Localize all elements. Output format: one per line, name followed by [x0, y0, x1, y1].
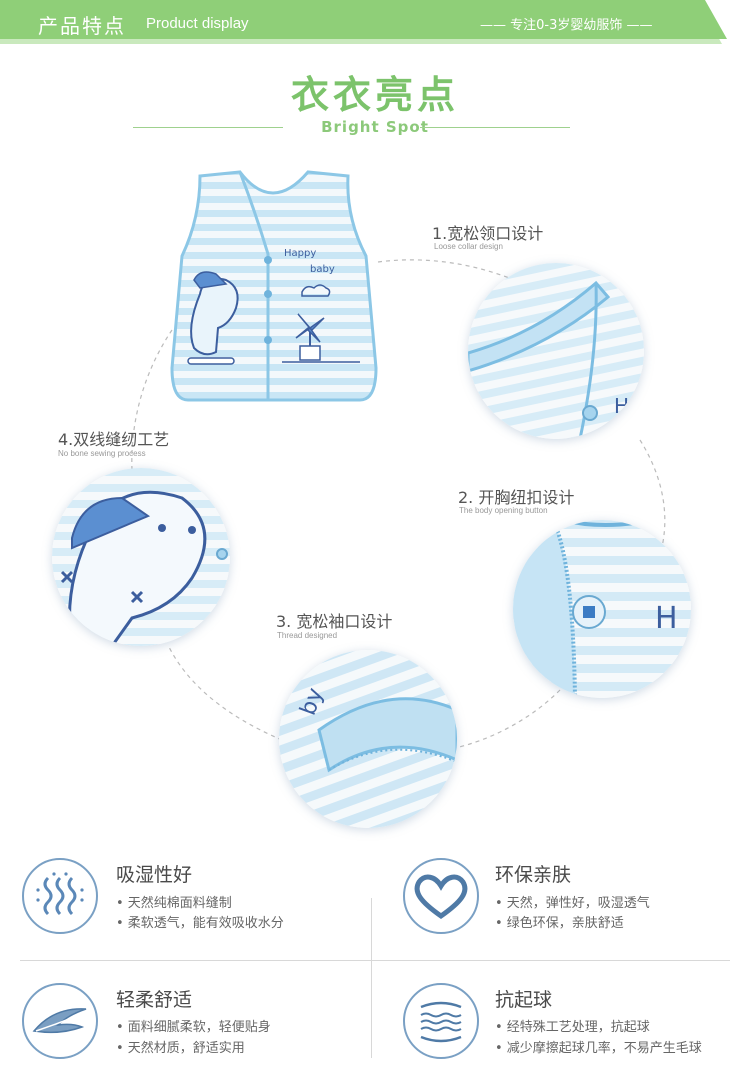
- moisture-wicking-icon: [22, 858, 98, 934]
- highlight-subtitle-1: Loose collar design: [434, 242, 503, 251]
- feature-2-item-2: • 绿色环保，亲肤舒适: [495, 916, 624, 931]
- section-title: 衣衣亮点: [290, 73, 459, 117]
- feature-1-item-1: • 天然纯棉面料缝制: [116, 896, 232, 911]
- highlight-title-4: 4.双线缝纫工艺: [58, 430, 170, 449]
- vest-text-baby: baby: [310, 264, 335, 275]
- baby-vest-image: Happy baby: [170, 168, 378, 404]
- title-divider-right: [420, 127, 570, 128]
- highlight-title-3: 3. 宽松袖口设计: [276, 612, 393, 631]
- banner-background: [0, 0, 727, 44]
- highlight-title-2: 2. 开胸纽扣设计: [458, 488, 575, 507]
- header-banner: 产品特点 Product display —— 专注0-3岁婴幼服饰 ——: [0, 0, 750, 44]
- feature-3-item-1: • 面料细腻柔软，轻便贴身: [116, 1020, 271, 1035]
- header-title-en: Product display: [146, 15, 249, 32]
- feature-title-2: 环保亲肤: [495, 864, 572, 886]
- highlight-title-1: 1.宽松领口设计: [432, 224, 544, 243]
- stitching-detail-image: [52, 468, 230, 646]
- feature-title-4: 抗起球: [495, 989, 553, 1011]
- fabric-layers-icon: [403, 983, 479, 1059]
- features-divider-horizontal: [20, 960, 730, 961]
- section-subtitle: Bright Spot: [321, 118, 429, 136]
- highlight-subtitle-3: Thread designed: [277, 631, 338, 640]
- feature-1-item-2: • 柔软透气，能有效吸收水分: [116, 916, 284, 931]
- highlight-subtitle-4: No bone sewing process: [58, 449, 146, 458]
- vest-text-happy: Happy: [284, 248, 316, 259]
- feather-icon: [22, 983, 98, 1059]
- title-divider-left: [133, 127, 283, 128]
- feature-3-item-2: • 天然材质，舒适实用: [116, 1041, 245, 1056]
- collar-detail-image: H: [468, 263, 644, 439]
- highlight-subtitle-2: The body opening button: [459, 506, 548, 515]
- button-detail-image: H: [513, 520, 691, 698]
- feature-4-item-1: • 经特殊工艺处理，抗起球: [495, 1020, 650, 1035]
- cuff-detail-image: by: [279, 650, 457, 828]
- svg-text:H: H: [655, 601, 678, 636]
- feature-4-item-2: • 减少摩擦起球几率，不易产生毛球: [495, 1041, 702, 1056]
- features-divider-vertical: [371, 898, 372, 1058]
- header-title-cn: 产品特点: [38, 14, 126, 38]
- feature-title-1: 吸湿性好: [116, 864, 193, 886]
- heart-icon: [403, 858, 479, 934]
- feature-2-item-1: • 天然，弹性好，吸湿透气: [495, 896, 650, 911]
- feature-title-3: 轻柔舒适: [116, 989, 193, 1011]
- header-tagline: —— 专注0-3岁婴幼服饰 ——: [480, 18, 653, 33]
